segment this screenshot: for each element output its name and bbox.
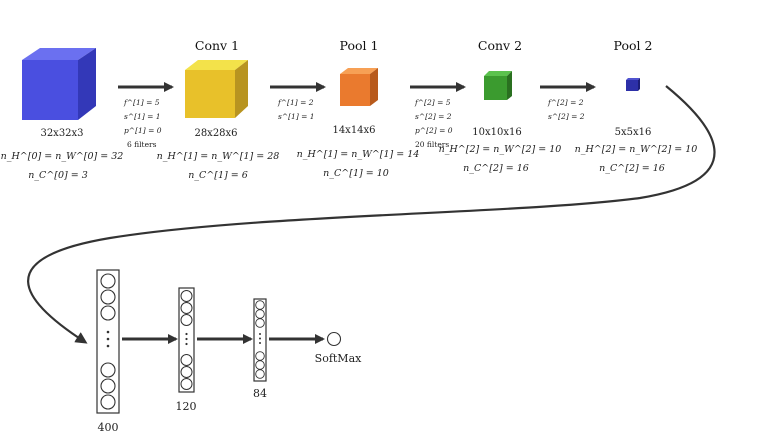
cube-top [22, 48, 96, 60]
cube-front [22, 60, 78, 120]
pool1-volume-cube [340, 68, 378, 106]
neuron [100, 378, 116, 394]
svg-text:f^[2] = 2: f^[2] = 2 [547, 98, 584, 107]
neuron [180, 290, 193, 302]
op-params-conv1: f^[1] = 5 s^[1] = 1 p^[1] = 0 6 filters [123, 98, 162, 149]
connector-curve [27, 85, 716, 344]
stage-hw-conv1: n_H^[1] = n_W^[1] = 28 [157, 151, 280, 162]
neuron [180, 302, 193, 314]
softmax-label: SoftMax [315, 352, 362, 365]
fc-layer-84 [253, 298, 267, 382]
stage-c-conv2: n_C^[2] = 16 [463, 163, 529, 174]
fc-label-120: 120 [176, 400, 197, 413]
stage-c-pool1: n_C^[1] = 10 [323, 168, 389, 179]
fc-layer-400 [96, 269, 120, 414]
svg-text:f^[1] = 2: f^[1] = 2 [277, 98, 314, 107]
ellipsis-dot [185, 332, 188, 336]
svg-text:p^[2] = 0: p^[2] = 0 [415, 126, 453, 135]
ellipsis-dot [185, 342, 188, 346]
pool2-volume-cube [626, 78, 640, 91]
stage-dims-pool2: 5x5x16 [615, 127, 652, 138]
stage-c-conv1: n_C^[1] = 6 [188, 170, 248, 181]
neuron [255, 318, 265, 328]
conv1-volume-cube [185, 60, 248, 118]
fc-label-84: 84 [253, 387, 267, 400]
neuron [180, 378, 193, 390]
neuron [180, 366, 193, 378]
stage-hw-pool1: n_H^[1] = n_W^[1] = 14 [297, 149, 420, 160]
neuron [180, 314, 193, 326]
neuron [100, 273, 116, 289]
stage-title-pool1: Pool 1 [340, 38, 379, 53]
ellipsis-dot [259, 342, 261, 344]
stage-title-pool2: Pool 2 [614, 38, 653, 53]
neuron [180, 354, 193, 366]
stage-dims-pool1: 14x14x6 [332, 125, 375, 136]
neuron [255, 369, 265, 379]
op-params-conv2: f^[2] = 5 s^[2] = 2 p^[2] = 0 20 filters [414, 98, 453, 149]
neuron [100, 305, 116, 321]
op-params-pool2: f^[2] = 2 s^[2] = 2 [547, 98, 585, 121]
stage-dims-conv1: 28x28x6 [194, 128, 237, 139]
neuron [255, 360, 265, 370]
stage-title-conv1: Conv 1 [195, 38, 239, 53]
ellipsis-dot [259, 337, 261, 340]
stage-hw-input: n_H^[0] = n_W^[0] = 32 [1, 151, 124, 162]
stage-c-input: n_C^[0] = 3 [28, 170, 88, 181]
output-neuron [326, 331, 342, 347]
stage-dims-conv2: 10x10x16 [472, 127, 521, 138]
cube-side [78, 48, 96, 120]
stage-c-pool2: n_C^[2] = 16 [599, 163, 665, 174]
neuron [255, 300, 265, 310]
neuron [100, 362, 116, 378]
svg-text:20 filters: 20 filters [415, 140, 449, 149]
stage-hw-conv2: n_H^[2] = n_W^[2] = 10 [439, 144, 562, 155]
svg-text:s^[1] = 1: s^[1] = 1 [124, 112, 161, 121]
conv2-volume-cube [484, 71, 512, 100]
ellipsis-dot [259, 333, 261, 335]
stage-hw-pool2: n_H^[2] = n_W^[2] = 10 [575, 144, 698, 155]
svg-text:f^[1] = 5: f^[1] = 5 [123, 98, 160, 107]
op-params-pool1: f^[1] = 2 s^[1] = 1 [277, 98, 315, 121]
svg-text:s^[2] = 2: s^[2] = 2 [415, 112, 452, 121]
svg-text:p^[1] = 0: p^[1] = 0 [124, 126, 162, 135]
svg-text:s^[1] = 1: s^[1] = 1 [278, 112, 315, 121]
neuron [255, 351, 265, 361]
input-volume-cube [22, 48, 96, 120]
ellipsis-dot [106, 330, 110, 334]
fc-label-400: 400 [98, 421, 119, 434]
svg-text:6 filters: 6 filters [127, 140, 157, 149]
ellipsis-dot [185, 337, 188, 341]
ellipsis-dot [106, 337, 110, 341]
fc-layer-120 [178, 287, 195, 393]
svg-text:f^[2] = 5: f^[2] = 5 [414, 98, 451, 107]
svg-text:s^[2] = 2: s^[2] = 2 [548, 112, 585, 121]
stage-dims-input: 32x32x3 [40, 128, 83, 139]
neuron [100, 289, 116, 305]
stage-title-conv2: Conv 2 [478, 38, 522, 53]
neuron [100, 394, 116, 410]
neuron [255, 309, 265, 319]
ellipsis-dot [106, 344, 110, 348]
